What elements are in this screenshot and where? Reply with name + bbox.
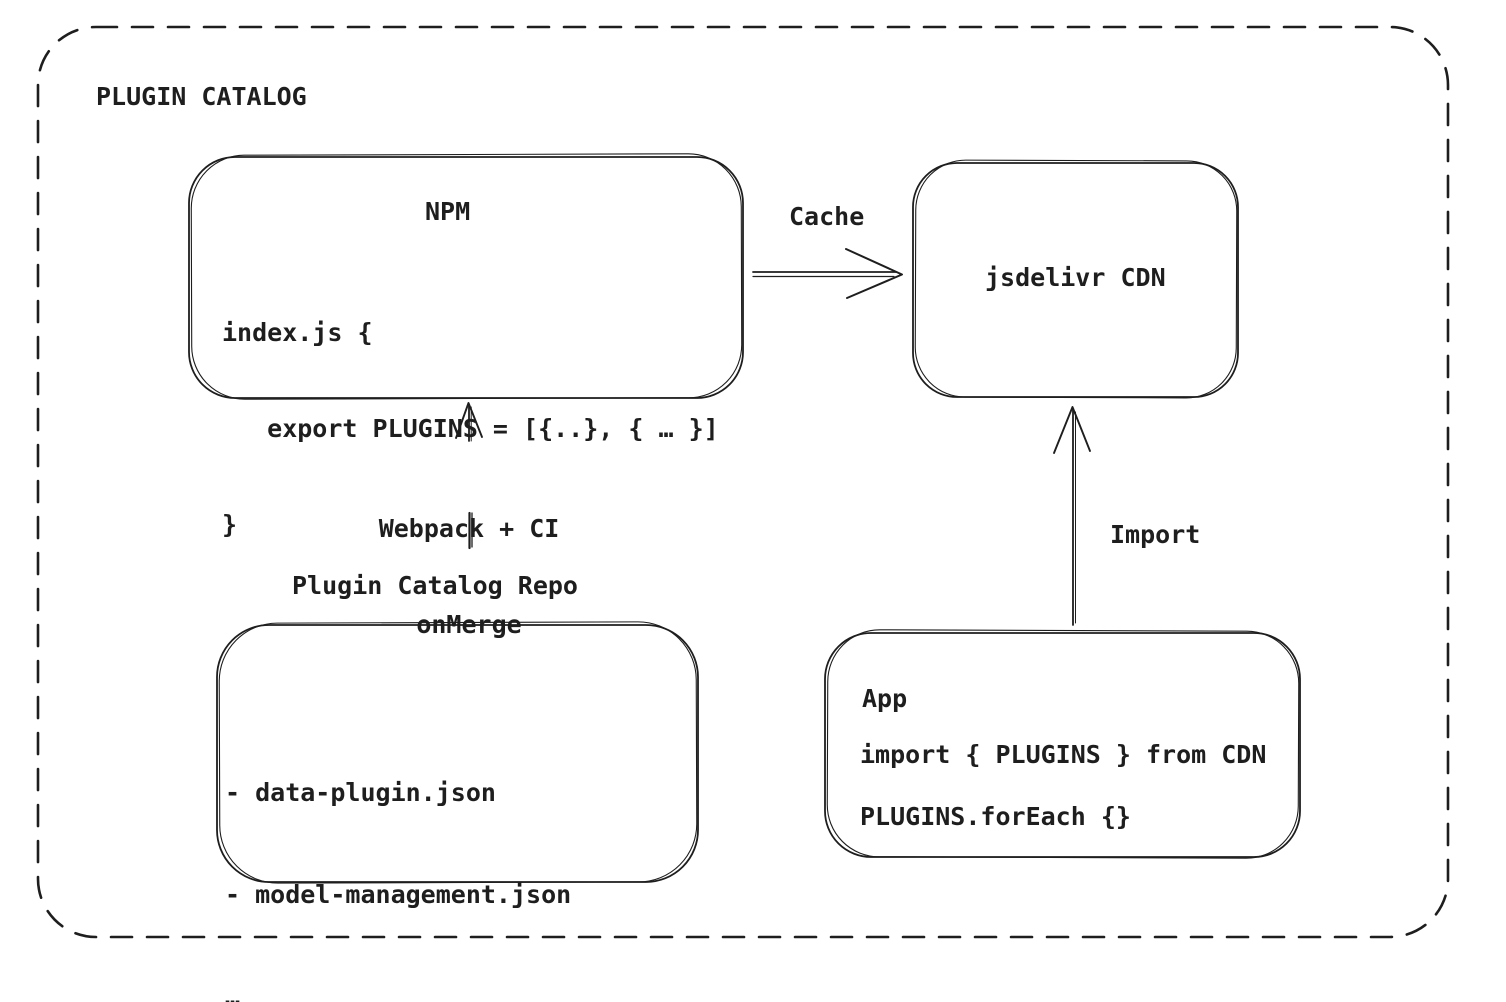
- npm-box-title: NPM: [425, 197, 471, 226]
- npm-code-line: }: [222, 510, 238, 539]
- build-arrow-label: Webpack + CI onMerge: [369, 449, 569, 705]
- app-code-line: import { PLUGINS } from CDN: [860, 740, 1267, 769]
- app-box: [824, 629, 1301, 859]
- build-connector-line: [468, 511, 473, 550]
- build-arrow: [455, 402, 483, 442]
- plugin-catalog-dashed-border: [36, 25, 1450, 939]
- repo-box: [216, 621, 699, 884]
- repo-file-item: - data-plugin.json: [225, 778, 496, 807]
- app-box-title: App: [862, 684, 908, 713]
- build-arrow-label-line: Webpack + CI: [378, 514, 560, 543]
- build-arrow-label-line: onMerge: [416, 610, 522, 639]
- repo-file-item: …: [225, 982, 241, 1002]
- cdn-box: [912, 159, 1239, 399]
- repo-file-list: - data-plugin.json - model-management.js…: [225, 708, 571, 1002]
- import-arrow-label: Import: [1110, 520, 1201, 549]
- npm-code-line: export PLUGINS = [{..}, { … }]: [222, 414, 719, 443]
- repo-box-title: Plugin Catalog Repo: [292, 571, 578, 600]
- npm-box: [188, 153, 744, 400]
- repo-file-item: - model-management.json: [225, 880, 572, 909]
- diagram-title: PLUGIN CATALOG: [96, 82, 307, 111]
- npm-code-line: index.js {: [222, 318, 373, 347]
- cache-arrow: [752, 248, 903, 299]
- cdn-box-label: jsdelivr CDN: [985, 263, 1166, 292]
- import-arrow: [1053, 406, 1091, 626]
- cache-arrow-label: Cache: [789, 202, 865, 231]
- npm-code-block: index.js { export PLUGINS = [{..}, { … }…: [222, 253, 719, 605]
- app-code-line: PLUGINS.forEach {}: [860, 802, 1131, 831]
